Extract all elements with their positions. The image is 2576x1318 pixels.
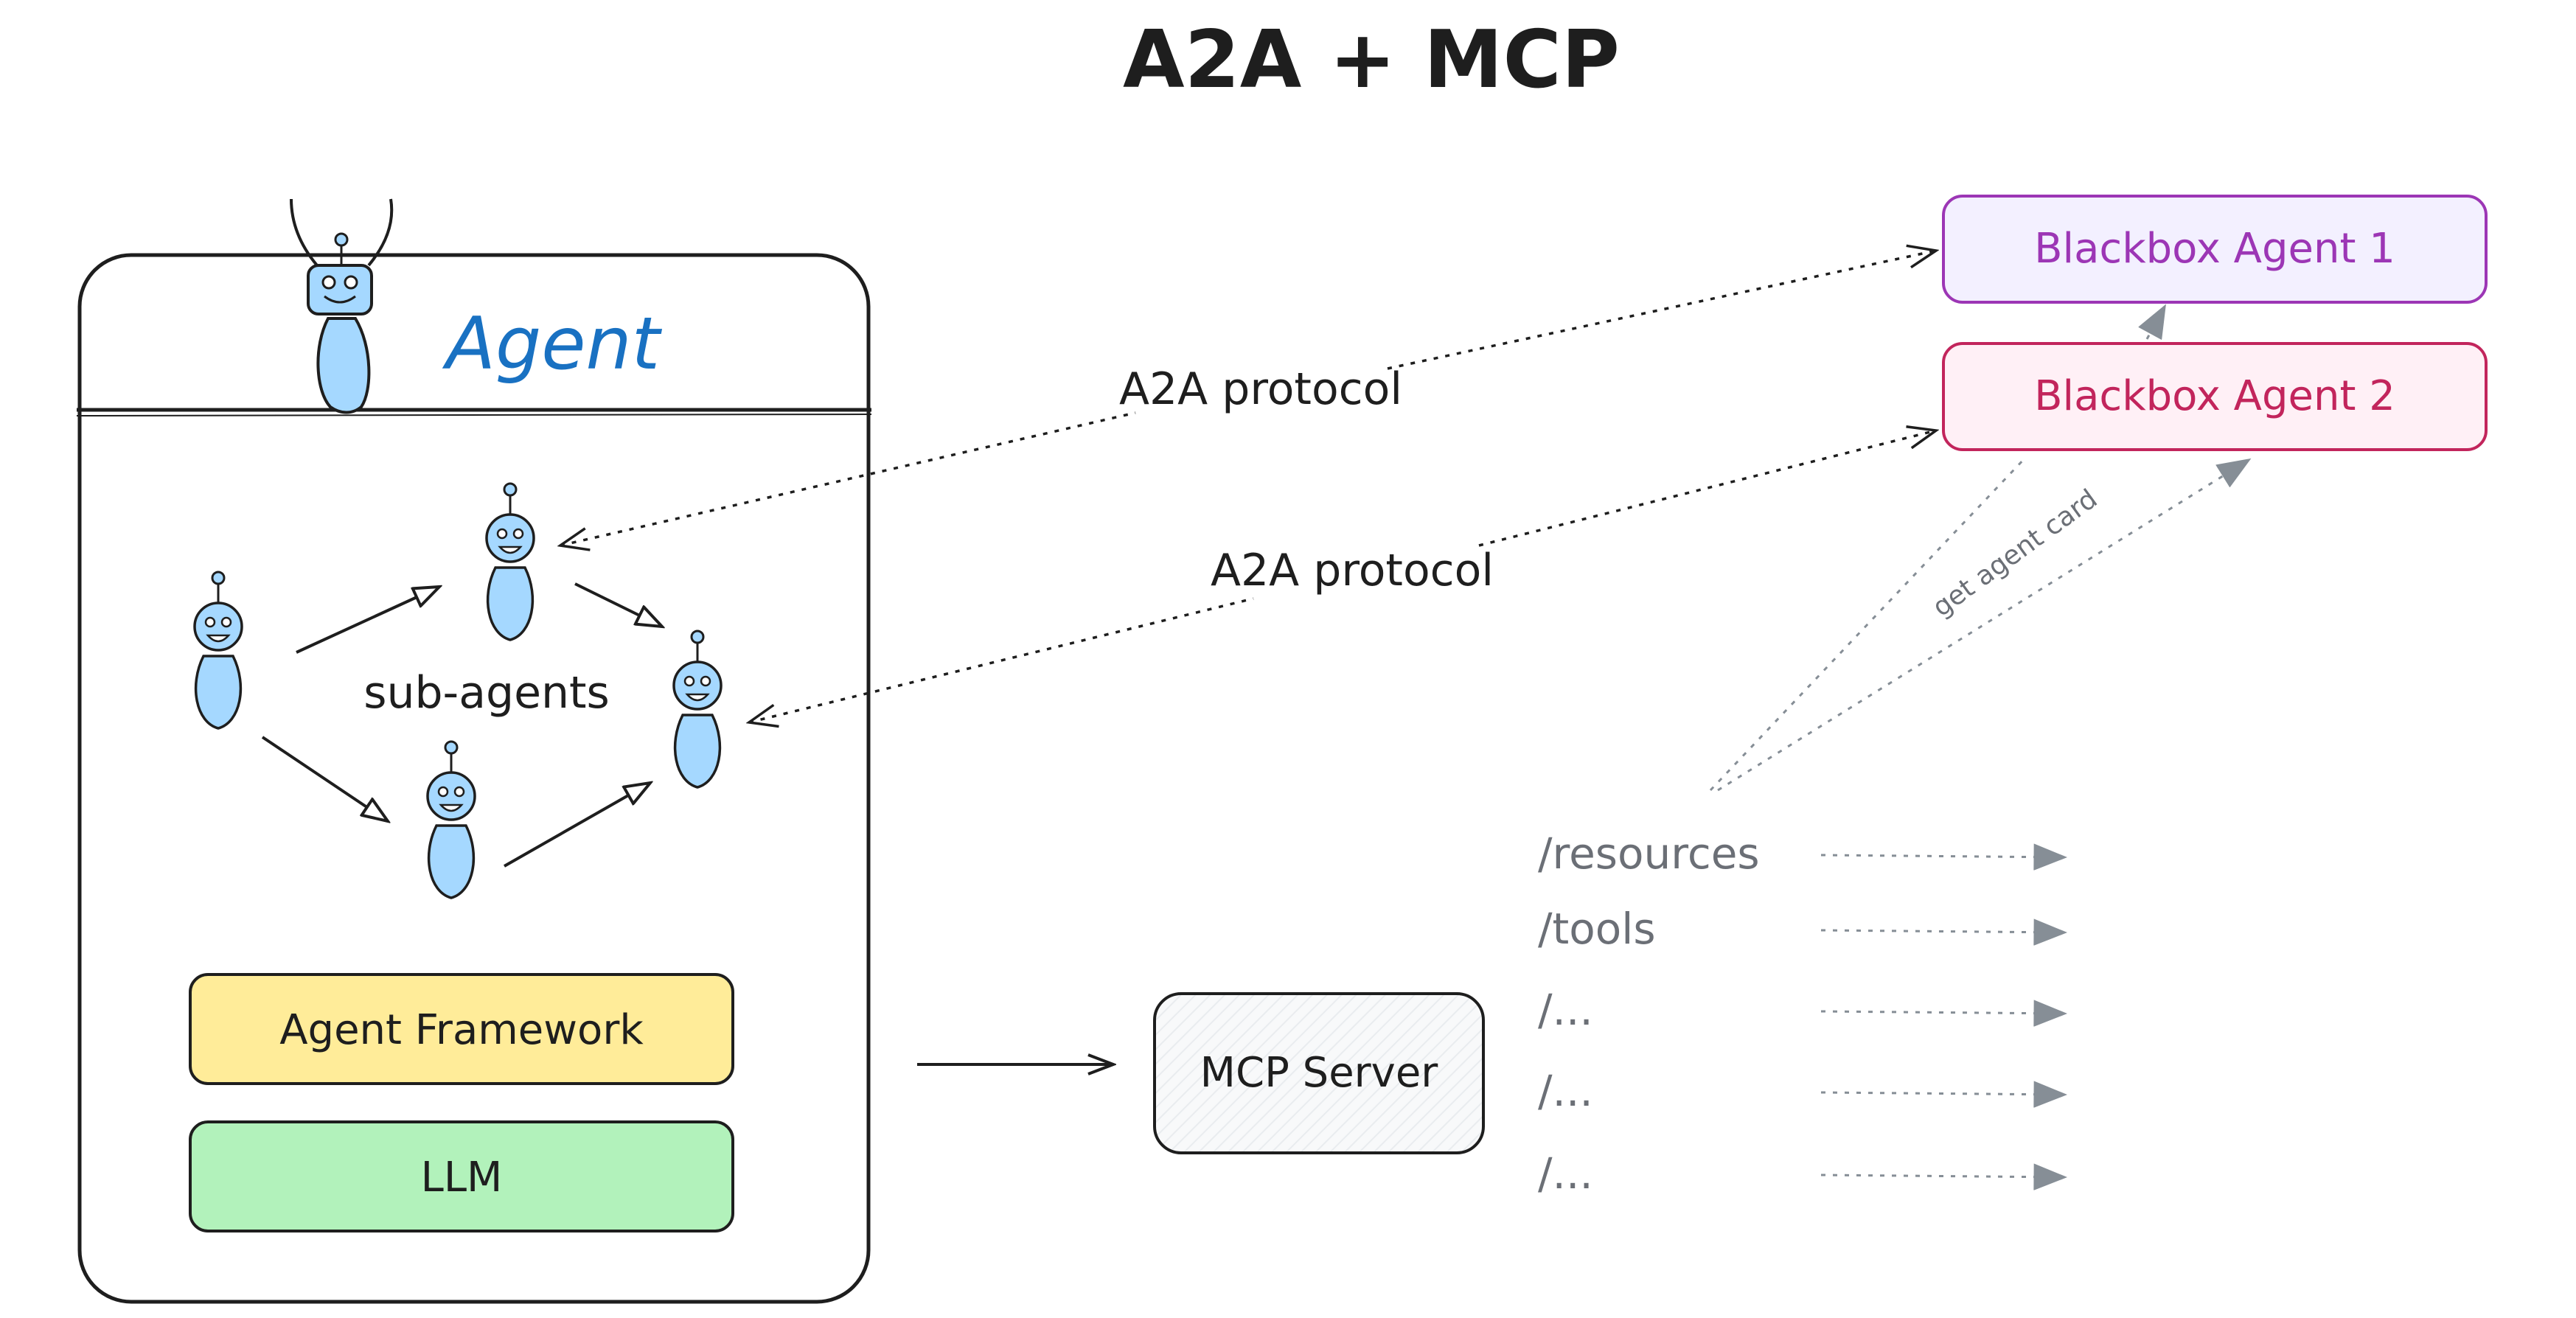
mcp-endpoint-label: /resources [1538,829,1760,879]
agent-card-line [1709,456,2027,792]
blackbox-agent-1-label: Blackbox Agent 1 [2034,225,2395,273]
mcp-endpoints: /resources/tools /... /... /... [1538,829,2064,1199]
a2a-connector-1 [560,411,1136,545]
a2a-connector-1 [1387,251,1936,370]
mcp-endpoint-arrow [1820,1011,2064,1014]
mcp-endpoint-arrow [1820,1092,2064,1095]
get-agent-card-label: get agent card [1927,484,2103,623]
agent-title: Agent [442,302,663,386]
blackbox-agent-2-box: Blackbox Agent 2 [1942,342,2488,451]
blackbox-link-arrow [2147,307,2165,339]
a2a-protocol-label-2: A2A protocol [1211,545,1494,596]
llm-label: LLM [421,1154,503,1202]
llm-box: LLM [189,1120,734,1232]
mcp-server-label: MCP Server [1200,1049,1439,1097]
mcp-endpoint-label: /... [1538,985,1593,1035]
subagent-arrow [574,582,662,627]
subagent-arrow [504,783,650,868]
mcp-endpoint-label: /tools [1538,904,1656,954]
agent-framework-label: Agent Framework [279,1006,644,1054]
a2a-connector-2 [1478,430,1936,547]
mcp-endpoint-arrow [1820,1175,2064,1177]
mcp-endpoint-label: /... [1538,1066,1593,1116]
subagent-arrow [296,587,439,654]
agent-card-arrow [1717,460,2249,792]
subagents-label: sub-agents [363,667,610,719]
mcp-endpoint-arrow [1820,930,2064,932]
a2a-protocol-label-1: A2A protocol [1119,363,1402,415]
mcp-endpoint-label: /... [1538,1148,1593,1199]
mcp-endpoint-arrow [1820,855,2064,857]
blackbox-agent-1-box: Blackbox Agent 1 [1942,195,2488,304]
subagent-arrow [261,736,388,821]
agent-framework-box: Agent Framework [189,973,734,1085]
blackbox-agent-2-label: Blackbox Agent 2 [2034,372,2395,420]
diagram-title: A2A + MCP [1123,14,1620,106]
mcp-server-box: MCP Server [1153,992,1485,1154]
a2a-connector-2 [749,597,1254,722]
agent-robot-icon [290,198,394,414]
